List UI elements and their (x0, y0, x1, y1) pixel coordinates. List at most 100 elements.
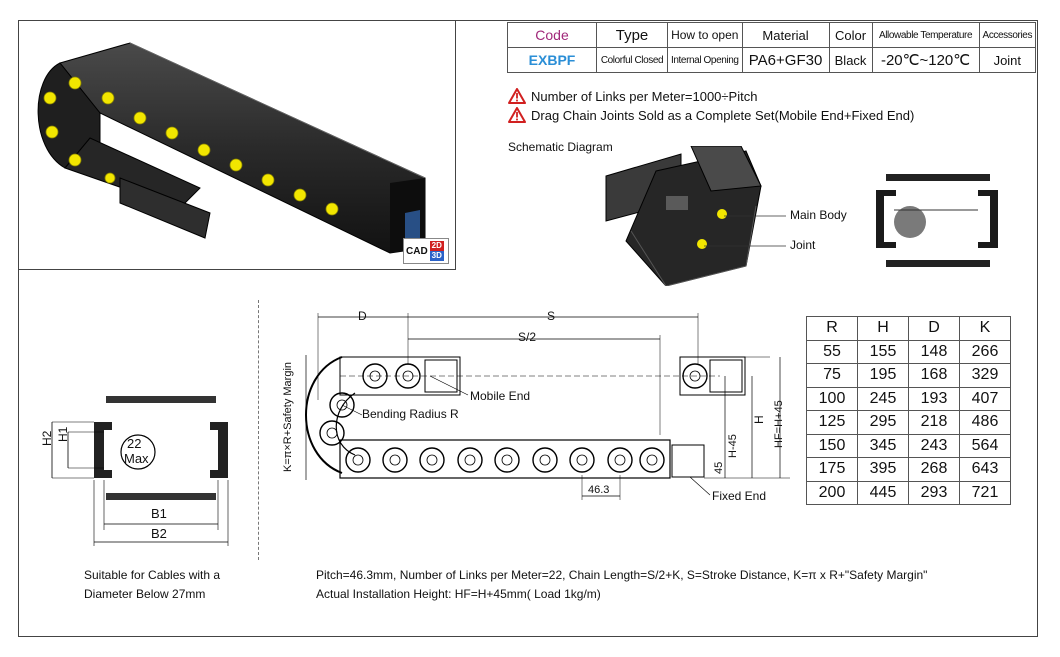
table-cell: 345 (857, 433, 909, 458)
table-cell: 175 (806, 457, 858, 482)
dim-header-k: K (959, 316, 1011, 341)
cad-label: CAD (406, 245, 428, 257)
label-fixed-end: Fixed End (712, 489, 767, 503)
dim-header-r: R (806, 316, 858, 341)
table-cell: 721 (959, 480, 1011, 505)
spec-value-type: Colorful Closed (596, 47, 668, 73)
dim-h: H (752, 415, 766, 424)
dim-45: 45 (713, 461, 725, 474)
spec-value-row: EXBPF Colorful Closed Internal Opening P… (507, 47, 1037, 73)
dim-b2: B2 (151, 526, 167, 541)
dim-h1: H1 (56, 426, 70, 442)
dim-header-h: H (857, 316, 909, 341)
note-complete-set: Drag Chain Joints Sold as a Complete Set… (508, 107, 914, 123)
table-cell: 193 (908, 386, 960, 411)
table-row: 100 245 193 407 (806, 386, 1011, 411)
dim-s-half: S/2 (518, 330, 537, 344)
spec-header-temperature: Allowable Temperature (871, 22, 980, 48)
table-cell: 486 (959, 410, 1011, 435)
section-divider (258, 300, 259, 560)
table-cell: 218 (908, 410, 960, 435)
label-bending-radius: Bending Radius R (362, 407, 459, 421)
spec-value-temperature: -20℃~120℃ (871, 47, 980, 73)
spec-header-open: How to open (667, 22, 743, 48)
table-cell: 295 (857, 410, 909, 435)
spec-header-color: Color (828, 22, 873, 48)
cable-caption-line2: Diameter Below 27mm (84, 587, 206, 601)
table-cell: 266 (959, 339, 1011, 364)
schematic-title: Schematic Diagram (508, 140, 613, 154)
label-main-body: Main Body (790, 208, 847, 222)
cable-diameter: 22 (127, 436, 142, 451)
table-cell: 243 (908, 433, 960, 458)
table-row: 125 295 218 486 (806, 410, 1011, 435)
warning-icon (508, 107, 526, 123)
spec-value-accessories: Joint (978, 47, 1037, 73)
cable-caption: Suitable for Cables with a Diameter Belo… (84, 566, 220, 604)
table-row: 175 395 268 643 (806, 457, 1011, 482)
table-cell: 445 (857, 480, 909, 505)
spec-table: Code Type How to open Material Color All… (507, 22, 1037, 73)
dim-h-minus-45: H-45 (727, 434, 739, 458)
note-text: Drag Chain Joints Sold as a Complete Set… (531, 107, 915, 123)
page-frame (18, 20, 1038, 637)
formula-caption: Pitch=46.3mm, Number of Links per Meter=… (316, 566, 927, 604)
table-cell: 148 (908, 339, 960, 364)
table-cell: 564 (959, 433, 1011, 458)
dim-header-d: D (908, 316, 960, 341)
table-cell: 100 (806, 386, 858, 411)
end-view-diagram (876, 174, 998, 267)
table-cell: 75 (806, 363, 858, 388)
spec-value-color: Black (828, 47, 873, 73)
table-cell: 293 (908, 480, 960, 505)
spec-value-open: Internal Opening (667, 47, 743, 73)
label-mobile-end: Mobile End (470, 389, 531, 403)
table-cell: 329 (959, 363, 1011, 388)
spec-value-code: EXBPF (507, 47, 597, 73)
cad-3d-label: 3D (429, 251, 444, 261)
table-cell: 150 (806, 433, 858, 458)
formula-caption-line1: Pitch=46.3mm, Number of Links per Meter=… (316, 568, 928, 582)
spec-header-row: Code Type How to open Material Color All… (507, 22, 1037, 48)
table-row: 150 345 243 564 (806, 433, 1011, 458)
table-cell: 55 (806, 339, 858, 364)
table-cell: 268 (908, 457, 960, 482)
note-links-per-meter: Number of Links per Meter=1000÷Pitch (508, 88, 757, 104)
dim-s: S (547, 309, 556, 323)
table-cell: 155 (857, 339, 909, 364)
table-cell: 168 (908, 363, 960, 388)
table-cell: 125 (806, 410, 858, 435)
table-row: 75 195 168 329 (806, 363, 1011, 388)
cad-badge[interactable]: CAD 2D 3D (403, 238, 449, 264)
cable-caption-line1: Suitable for Cables with a (84, 568, 221, 582)
spec-value-material: PA6+GF30 (741, 47, 830, 73)
table-cell: 200 (806, 480, 858, 505)
product-photo-box (18, 20, 456, 270)
schematic-link-drawing (605, 146, 786, 286)
dim-hf: HF=H+45 (773, 400, 785, 448)
dim-b1: B1 (151, 506, 167, 521)
cad-2d-label: 2D (429, 241, 444, 251)
table-cell: 407 (959, 386, 1011, 411)
side-view-drawing (305, 313, 790, 500)
spec-header-material: Material (741, 22, 830, 48)
spec-header-code: Code (507, 22, 597, 48)
table-row: 200 445 293 721 (806, 480, 1011, 505)
cable-diameter-max: Max (124, 451, 149, 466)
cross-section-drawing (51, 396, 229, 546)
dimension-header-row: R H D K (806, 316, 1011, 341)
dim-pitch: 46.3 (588, 484, 610, 496)
table-cell: 195 (857, 363, 909, 388)
dim-d: D (358, 309, 367, 323)
table-row: 55 155 148 266 (806, 339, 1011, 364)
dim-k-formula: K=π×R+Safety Margin (282, 361, 294, 472)
spec-header-accessories: Accessories (978, 22, 1037, 48)
formula-caption-line2: Actual Installation Height: HF=H+45mm( L… (316, 587, 601, 601)
label-joint: Joint (790, 238, 816, 252)
table-cell: 395 (857, 457, 909, 482)
table-cell: 643 (959, 457, 1011, 482)
warning-icon (508, 88, 526, 104)
table-cell: 245 (857, 386, 909, 411)
product-photo (37, 42, 426, 254)
dimension-table: R H D K 55 155 148 266 75 195 168 329 10… (806, 316, 1011, 505)
